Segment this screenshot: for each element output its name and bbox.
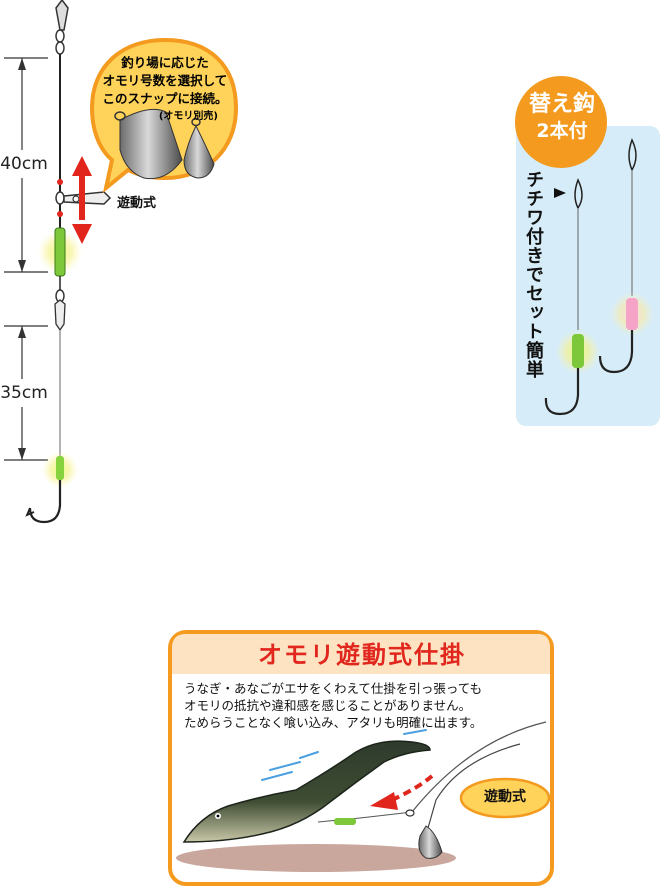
bubble-note: (オモリ別売) [158,111,218,122]
spare-hook-green [544,178,600,416]
panel-body-line: オモリの抵抗や違和感を感じることがありません。 [184,698,472,713]
dimension-lower-label: 35cm [0,379,48,407]
badge-line2: 2本付 [536,120,588,142]
main-rig [25,0,112,524]
pointer-arrow-icon [554,188,566,198]
spare-badge [515,76,607,168]
panel-title-band [172,634,550,674]
sinker-bubble [89,37,239,194]
spare-badge-text: 替え鈎 2本付 [518,92,606,144]
panel-body-line: ためらうことなく喰い込み、アタリも明確に出ます。 [184,715,483,730]
pull-arrow-icon [370,774,434,810]
spare-vertical-note: チチワ付きでセット簡単 [523,170,544,379]
sliding-label-large: 遊動式 [484,789,526,805]
spare-hooks-panel [516,126,660,426]
panel-body: うなぎ・あなごがエサをくわえて仕掛を引っ張っても オモリの抵抗や違和感を感じるこ… [184,680,544,731]
sliding-bubble [459,777,551,819]
sliding-label-small: 遊動式 [117,196,157,211]
panel-title: オモリ遊動式仕掛 [258,641,466,669]
seabed [176,844,456,872]
spare-hook-pink [598,138,654,374]
panel-body-line: うなぎ・あなごがエサをくわえて仕掛を引っ張っても [184,681,483,696]
sinker-bubble-text: 釣り場に応じた オモリ号数を選択して このスナップに接続。 (オモリ別売) [90,54,240,126]
slide-arrow [72,156,92,244]
bubble-line: オモリ号数を選択して [102,73,228,88]
bubble-line: 釣り場に応じた [121,55,209,70]
panel-rig [317,721,547,859]
badge-line1: 替え鈎 [528,92,595,117]
dimension-upper-label: 40cm [0,150,48,178]
bubble-line: このスナップに接続。 [102,91,228,106]
eel-illustration [182,729,431,843]
